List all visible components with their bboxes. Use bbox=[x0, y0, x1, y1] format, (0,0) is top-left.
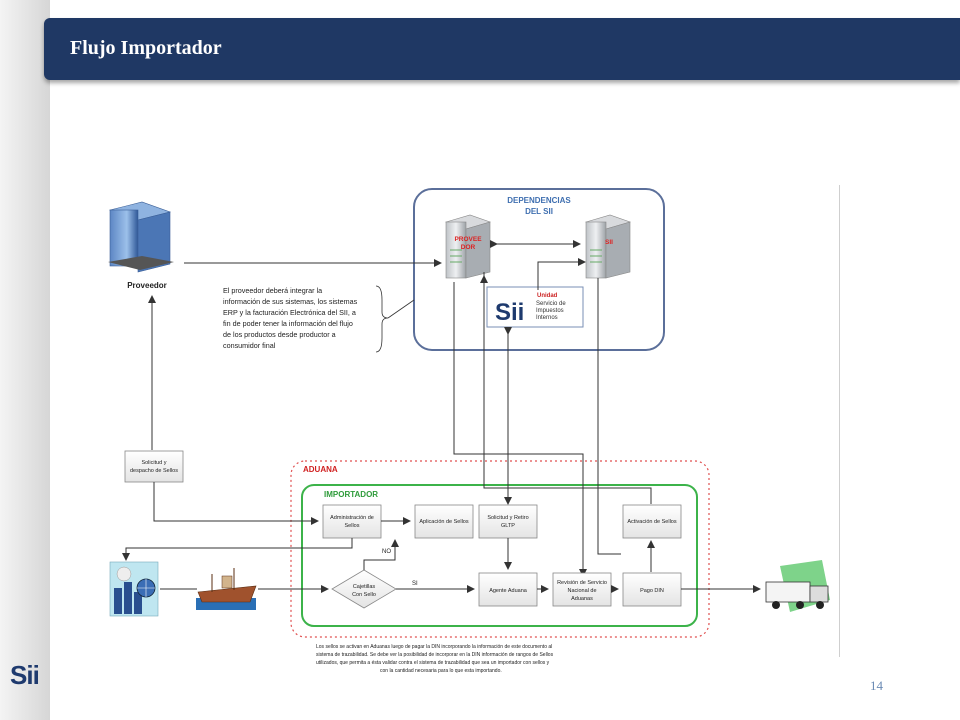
footer-line-1: Los sellos se activan en Aduanas luego d… bbox=[316, 644, 552, 650]
diagram-right-border bbox=[839, 185, 840, 657]
box-aplicacion-label: Aplicación de Sellos bbox=[419, 519, 468, 525]
box-admin-line1: Administración de bbox=[330, 515, 374, 521]
footer-note: Los sellos se activan en Aduanas luego d… bbox=[316, 644, 554, 674]
solicitud-to-admin-arrow bbox=[153, 482, 319, 525]
importador-region bbox=[301, 484, 698, 627]
aduana-title: ADUANA bbox=[303, 465, 338, 474]
box-pago-label: Pago DIN bbox=[640, 588, 664, 594]
truck-icon bbox=[765, 560, 830, 612]
box-revision-aduanas bbox=[552, 572, 612, 607]
sii-dependencies-group bbox=[413, 188, 665, 351]
box-solicitud-retiro bbox=[478, 504, 538, 539]
admin-to-factory-arrow bbox=[122, 538, 353, 561]
slide-title: Flujo Importador bbox=[70, 37, 222, 59]
provider-server-icon bbox=[445, 214, 491, 279]
sii-group-title-2: DEL SII bbox=[525, 207, 553, 216]
decision-no-arrow bbox=[363, 539, 399, 570]
integration-note: El proveedor deberá integrar la informac… bbox=[223, 286, 358, 350]
sii-unit-logo-mark: Sii bbox=[495, 299, 524, 326]
box-activacion-sellos bbox=[622, 504, 682, 539]
box-revision-line1: Revisión de Servicio bbox=[557, 580, 607, 586]
proveedor-label: Proveedor bbox=[127, 281, 167, 290]
decision-line2: Con Sello bbox=[352, 592, 376, 598]
box-aplicacion-sellos bbox=[414, 504, 474, 539]
sii-unit-logo-line1: Servicio de bbox=[536, 301, 566, 307]
decision-no-label: NO bbox=[382, 549, 391, 555]
box-retiro-line2: GLTP bbox=[501, 523, 515, 529]
note-line-4: fin de poder tener la información del fl… bbox=[223, 319, 353, 328]
sii-unit-logo-line2: Impuestos bbox=[536, 308, 564, 314]
left-sidebar-strip bbox=[0, 0, 50, 720]
page-number: 14 bbox=[870, 678, 883, 693]
sii-unit-logo-unit: Unidad bbox=[537, 293, 558, 299]
sii-unit-logo-line3: Internos bbox=[536, 315, 558, 321]
box-retiro-line1: Solicitud y Retiro bbox=[487, 515, 528, 521]
provider-server-label-1: PROVEE bbox=[454, 236, 482, 243]
box-administracion-sellos bbox=[322, 504, 382, 539]
decision-line1: Cajetillas bbox=[353, 584, 376, 590]
title-bar: Flujo Importador bbox=[44, 18, 960, 80]
footer-line-4: con la cantidad necesaria para lo que es… bbox=[380, 668, 502, 674]
importador-title: IMPORTADOR bbox=[324, 490, 378, 499]
box-activacion-label: Activación de Sellos bbox=[627, 519, 676, 525]
sii-group-title-1: DEPENDENCIAS bbox=[507, 196, 571, 205]
note-line-5: de los productos desde productor a bbox=[223, 330, 336, 339]
sii-unit-logo-box bbox=[486, 286, 584, 328]
box-solicitud-despacho-line2: despacho de Sellos bbox=[130, 468, 178, 474]
provider-server-label-2: DOR bbox=[461, 244, 476, 251]
note-line-2: información de sus sistemas, los sistema… bbox=[223, 297, 358, 306]
ship-icon bbox=[196, 568, 257, 610]
footer-line-3: utilizados, que permita a ésta validar c… bbox=[316, 660, 550, 666]
sii-logo-link-arrow bbox=[537, 258, 586, 290]
note-line-1: El proveedor deberá integrar la bbox=[223, 286, 322, 295]
box-solicitud-despacho bbox=[124, 450, 184, 483]
box-revision-line3: Aduanas bbox=[571, 596, 593, 602]
sii-server-icon bbox=[585, 214, 631, 279]
box-agente-aduana bbox=[478, 572, 538, 607]
decision-si-label: SI bbox=[412, 581, 418, 587]
note-brace bbox=[375, 285, 389, 353]
box-admin-line2: Sellos bbox=[345, 523, 360, 529]
box-agente-label: Agente Aduana bbox=[489, 588, 528, 594]
building-icon bbox=[108, 201, 174, 273]
box-revision-line2: Nacional de bbox=[567, 588, 596, 594]
factory-icon bbox=[109, 561, 159, 617]
decision-cajetillas bbox=[331, 569, 397, 609]
note-connector bbox=[387, 299, 415, 319]
note-line-3: ERP y la facturación Electrónica del SII… bbox=[223, 308, 356, 317]
box-solicitud-despacho-line1: Solicitud y bbox=[141, 460, 166, 466]
sii-corner-logo: Sii bbox=[10, 660, 40, 690]
sii-server-label: SII bbox=[605, 239, 613, 246]
footer-line-2: sistema de trazabilidad. Se debe ver la … bbox=[316, 652, 554, 658]
note-line-6: consumidor final bbox=[223, 341, 276, 350]
aduana-region bbox=[290, 460, 710, 638]
